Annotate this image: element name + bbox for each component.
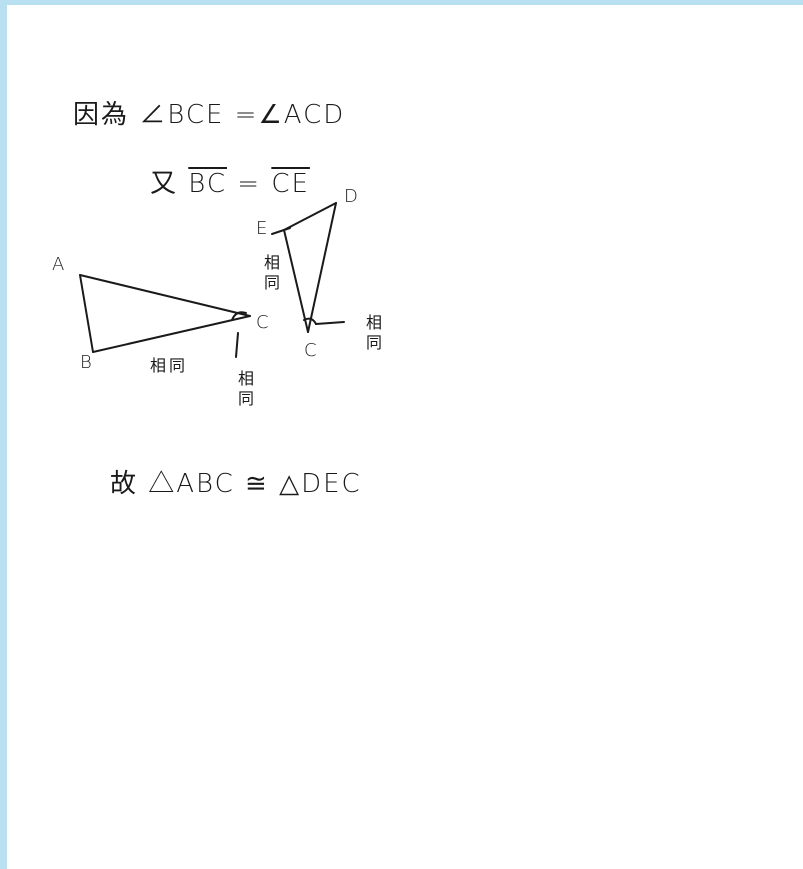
side-ed <box>283 202 337 231</box>
side-bc <box>92 315 251 353</box>
vertex-b: B <box>80 352 92 373</box>
vertex-d: D <box>344 186 358 207</box>
statement-angle: 因為 ∠BCE =∠ACD <box>73 100 346 130</box>
mark-angle-c1-same: 相同 <box>235 370 254 410</box>
angle-mark-c1 <box>231 311 247 321</box>
tick-c1 <box>235 332 239 358</box>
vertex-c2: C <box>304 340 317 361</box>
tick-e <box>271 227 291 235</box>
angle-mark-c2 <box>303 317 317 325</box>
mark-bc-same: 相同 <box>150 356 189 375</box>
statement-sides-eq: = <box>227 169 272 199</box>
conclusion: 故 △ABC ≅ △DEC <box>110 469 362 499</box>
vertex-c1: C <box>256 312 269 333</box>
statement-sides-prefix: 又 <box>150 169 189 199</box>
side-ac <box>79 274 251 317</box>
vertex-e: E <box>256 218 268 239</box>
tick-c2 <box>315 321 345 325</box>
side-ab <box>79 274 94 353</box>
mark-angle-c2-same: 相同 <box>363 314 382 354</box>
side-ec <box>283 229 309 333</box>
handwriting-page <box>7 5 803 869</box>
statement-sides: 又 BC = CE <box>150 163 310 200</box>
side-dc <box>307 202 337 333</box>
segment-ce: CE <box>271 169 310 199</box>
vertex-a: A <box>52 254 65 275</box>
segment-bc: BC <box>188 169 227 199</box>
mark-ce-same: 相同 <box>261 254 280 294</box>
